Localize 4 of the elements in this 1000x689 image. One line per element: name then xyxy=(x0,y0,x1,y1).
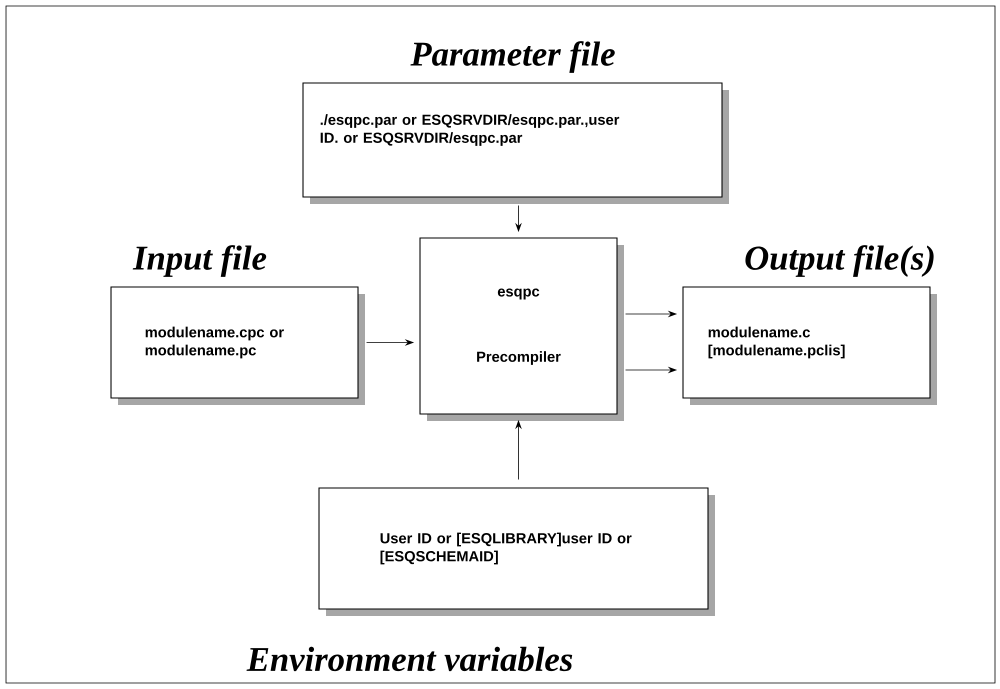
heading: Input file xyxy=(132,245,266,277)
heading: Output file(s) xyxy=(745,245,934,277)
heading: Environment variables xyxy=(246,646,572,672)
heading: Parameter file xyxy=(410,41,615,73)
